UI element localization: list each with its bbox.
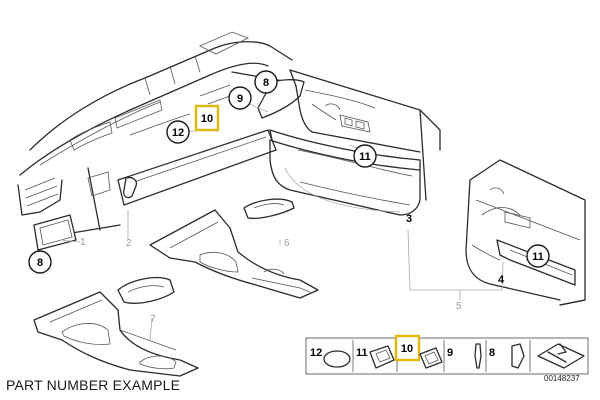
- console-drawing: [33, 198, 319, 377]
- svg-text:8: 8: [263, 77, 269, 89]
- svg-text:10: 10: [201, 113, 213, 125]
- svg-text:11: 11: [532, 251, 544, 263]
- legend-clip-icon-2: [419, 347, 443, 369]
- legend-cover-icon: [323, 350, 351, 368]
- front-door-drawing: [269, 69, 441, 216]
- leader-number-1: 1: [80, 237, 86, 248]
- legend-clip-icon: [369, 345, 395, 369]
- callout-10-highlighted: 10: [194, 104, 220, 132]
- callout-11-rear-door: 11: [526, 244, 550, 268]
- dashboard-drawing: [17, 31, 305, 251]
- svg-text:9: 9: [237, 93, 243, 105]
- leader-number-4: 4: [498, 274, 505, 286]
- legend-bracket-icon: [511, 343, 525, 369]
- svg-text:11: 11: [359, 151, 371, 163]
- leader-number-6: 6: [284, 238, 290, 249]
- leader-number-2: 2: [126, 238, 132, 249]
- callout-8-top: 8: [254, 70, 278, 94]
- legend-number-12: 12: [310, 347, 322, 359]
- diagram-id: 00148237: [544, 374, 580, 383]
- footer-label: PART NUMBER EXAMPLE: [6, 377, 181, 393]
- svg-text:10: 10: [401, 343, 413, 355]
- leader-number-7: 7: [150, 314, 156, 325]
- callout-11-front-door: 11: [353, 144, 377, 168]
- legend-highlight-10: [394, 334, 421, 362]
- callout-8-left: 8: [28, 250, 52, 274]
- svg-text:8: 8: [37, 257, 43, 269]
- svg-text:12: 12: [172, 127, 184, 139]
- legend-screw-icon: [474, 343, 482, 369]
- legend-arrow-icon: [547, 343, 567, 363]
- callout-12: 12: [166, 120, 190, 144]
- legend-number-8: 8: [489, 347, 495, 359]
- legend-number-11: 11: [356, 347, 368, 359]
- leader-number-5: 5: [456, 301, 462, 312]
- legend-plate-icon: [537, 343, 585, 369]
- callout-9: 9: [228, 86, 252, 110]
- legend-strip: 12 11 10 9 8: [305, 334, 589, 375]
- rear-door-drawing: [465, 159, 586, 306]
- legend-number-9: 9: [447, 347, 453, 359]
- leader-number-3: 3: [406, 213, 412, 225]
